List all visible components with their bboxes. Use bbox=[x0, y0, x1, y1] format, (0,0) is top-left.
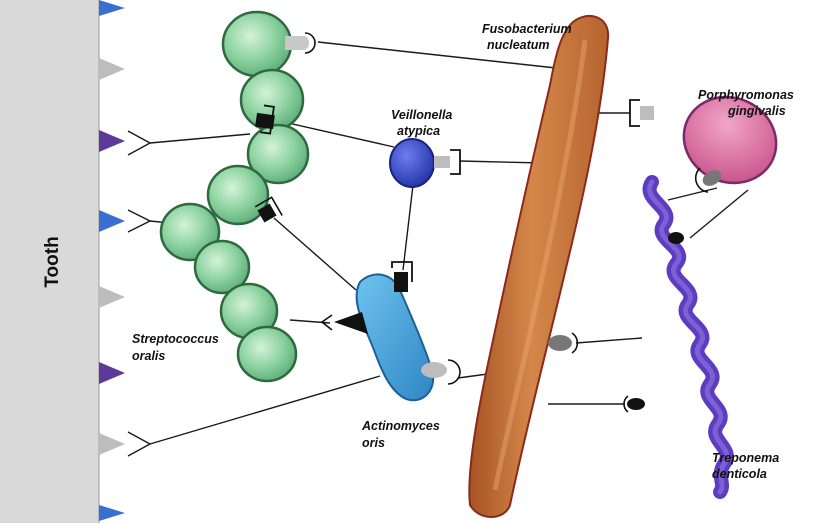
trep-black-knob-2 bbox=[627, 398, 645, 410]
trep-arc bbox=[623, 395, 629, 413]
strep-bracket-fuso bbox=[304, 32, 316, 54]
veillonella-label: Veillonella bbox=[391, 108, 452, 122]
adhesin-fork-2 bbox=[127, 209, 152, 233]
veillonella-cell bbox=[389, 138, 435, 188]
link-strep-acti bbox=[273, 217, 357, 291]
fusobacterium-cell bbox=[468, 14, 610, 518]
porphyromonas-gingivalis: Porphyromonas gingivalis bbox=[629, 88, 794, 193]
strep-black-block-1 bbox=[255, 112, 275, 130]
strep-arrow-acti bbox=[320, 314, 333, 331]
actinomyces-label: Actinomyces bbox=[361, 419, 440, 433]
porphyromonas-label-2: gingivalis bbox=[727, 104, 786, 118]
tooth-surface bbox=[0, 0, 99, 523]
porph-gray-knob bbox=[702, 170, 722, 186]
streptococcus-label-2: oralis bbox=[132, 349, 165, 363]
acti-gray-adhesin bbox=[421, 362, 447, 378]
actinomyces-oris: Actinomyces oris bbox=[334, 261, 461, 450]
strep-bracket-2 bbox=[254, 196, 283, 216]
receptor-purple-2 bbox=[99, 362, 125, 384]
coccus-8 bbox=[236, 325, 298, 383]
coccus-6 bbox=[193, 239, 251, 295]
acti-black-block bbox=[394, 272, 408, 292]
link-porph-trep-2 bbox=[689, 189, 749, 239]
veillonella-label-2: atypica bbox=[397, 124, 440, 138]
tooth-receptors bbox=[99, 0, 125, 521]
receptor-blue-1 bbox=[99, 0, 125, 16]
tooth-adhesins bbox=[127, 130, 152, 457]
fusobacterium-adhesins bbox=[548, 332, 579, 354]
receptor-gray-2 bbox=[99, 286, 125, 308]
streptococcus-label: Streptococcus bbox=[132, 332, 219, 346]
receptor-purple-1 bbox=[99, 130, 125, 152]
actinomyces-label-2: oris bbox=[362, 436, 385, 450]
link-strep-veil bbox=[274, 119, 395, 148]
trep-black-knob bbox=[668, 232, 684, 244]
fuso-gray-knob bbox=[548, 335, 572, 351]
porph-arc bbox=[694, 167, 709, 193]
porph-bracket bbox=[629, 99, 640, 127]
treponema-outline bbox=[647, 179, 730, 495]
treponema-label-2: denticola bbox=[712, 467, 767, 481]
treponema-denticola: Treponema denticola bbox=[623, 175, 779, 499]
receptor-blue-3 bbox=[99, 505, 125, 521]
coccus-3 bbox=[246, 123, 310, 185]
receptor-gray-1 bbox=[99, 58, 125, 80]
link-strep-fuso bbox=[317, 41, 557, 69]
acti-bracket-2 bbox=[447, 359, 461, 385]
link-veil-fuso bbox=[459, 160, 544, 164]
fusobacterium-highlight bbox=[492, 39, 588, 491]
fusobacterium-label-2: nucleatum bbox=[487, 38, 550, 52]
adhesin-fork-1 bbox=[127, 130, 152, 156]
veillonella-atypica: Veillonella atypica bbox=[389, 108, 461, 188]
receptor-blue-2 bbox=[99, 210, 125, 232]
streptococcus-oralis bbox=[159, 10, 310, 383]
actinomyces-cell bbox=[355, 273, 435, 402]
fusobacterium-label: Fusobacterium bbox=[482, 22, 572, 36]
veil-gray-adhesin bbox=[434, 156, 450, 168]
link-veil-acti bbox=[402, 184, 414, 271]
link-acti-tooth bbox=[149, 375, 381, 445]
tooth-label: Tooth bbox=[42, 236, 63, 287]
tooth: Tooth bbox=[0, 0, 100, 523]
strep-black-block-2 bbox=[257, 203, 277, 223]
acti-black-wedge bbox=[334, 312, 368, 334]
link-fuso-trep-1 bbox=[575, 337, 643, 344]
link-porph-trep-1 bbox=[667, 187, 718, 201]
strep-bracket-1 bbox=[260, 104, 275, 135]
strep-gray-adhesin bbox=[285, 36, 310, 50]
porph-gray-adhesin bbox=[640, 106, 654, 120]
coccus-4 bbox=[206, 164, 270, 226]
adhesin-fork-3 bbox=[127, 431, 152, 457]
streptococcus-adhesins bbox=[254, 32, 333, 331]
fuso-arc bbox=[571, 332, 579, 354]
porphyromonas-label: Porphyromonas bbox=[698, 88, 794, 102]
veil-bracket bbox=[450, 149, 461, 175]
fusobacterium-nucleatum: Fusobacterium nucleatum bbox=[468, 14, 610, 518]
treponema-label: Treponema bbox=[712, 451, 779, 465]
link-strep-tooth-1 bbox=[149, 133, 251, 144]
coccus-1 bbox=[221, 10, 293, 78]
receptor-gray-3 bbox=[99, 433, 125, 455]
acti-bracket bbox=[391, 261, 413, 282]
